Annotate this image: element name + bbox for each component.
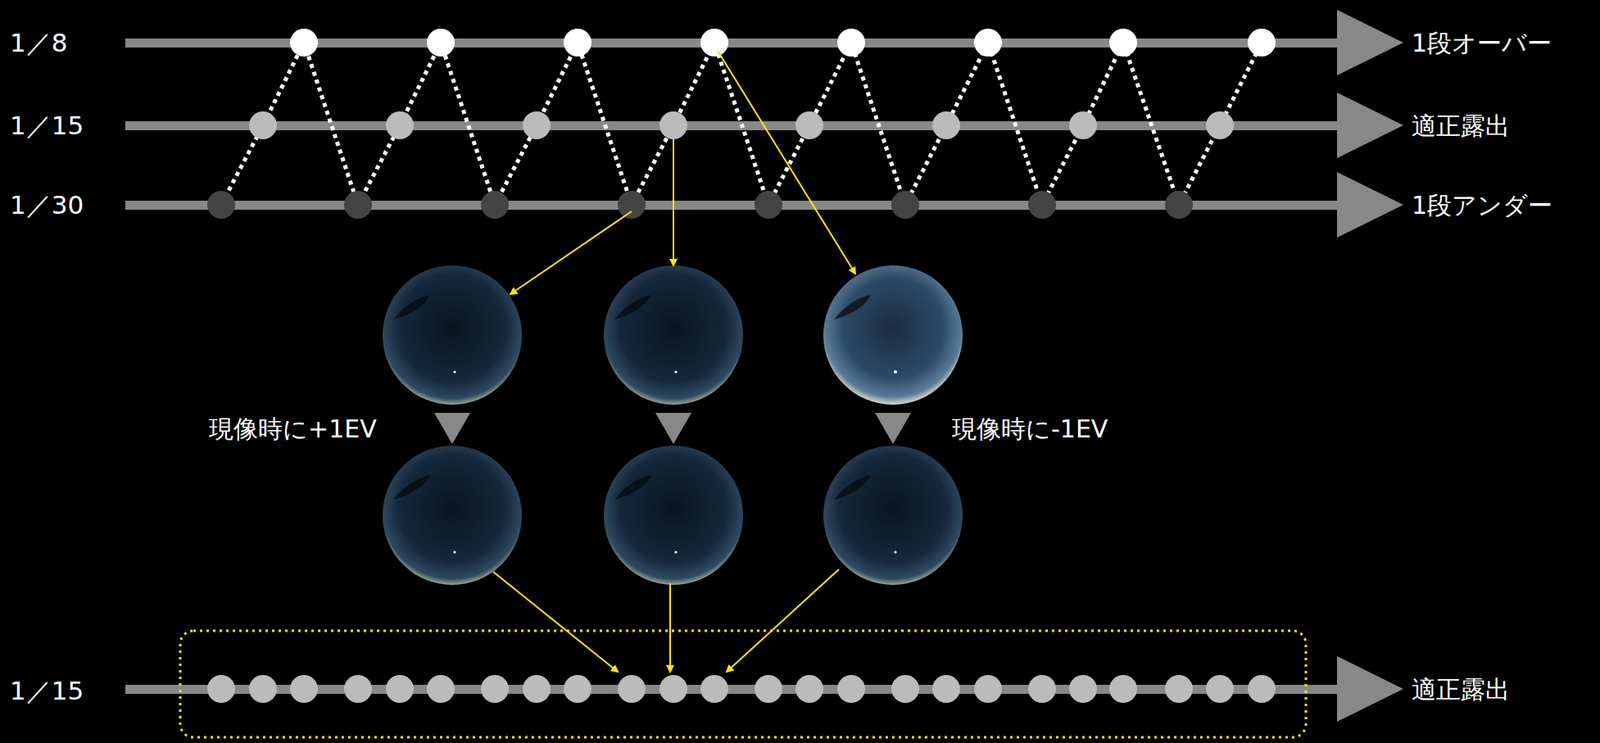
exposure-label: 適正露出: [1411, 112, 1510, 140]
shutter-speed: 1／15: [9, 111, 84, 140]
adjust-note: 現像時に+1EV: [208, 415, 377, 443]
shutter-speed: 1／15: [9, 676, 84, 705]
exposure-label: 1段アンダー: [1411, 191, 1553, 219]
shutter-speed: 1／8: [9, 28, 68, 57]
shutter-speed: 1／30: [9, 190, 84, 219]
exposure-label: 1段オーバー: [1411, 29, 1552, 57]
exposure-label: 適正露出: [1411, 675, 1510, 703]
adjust-note: 現像時に-1EV: [951, 415, 1108, 443]
